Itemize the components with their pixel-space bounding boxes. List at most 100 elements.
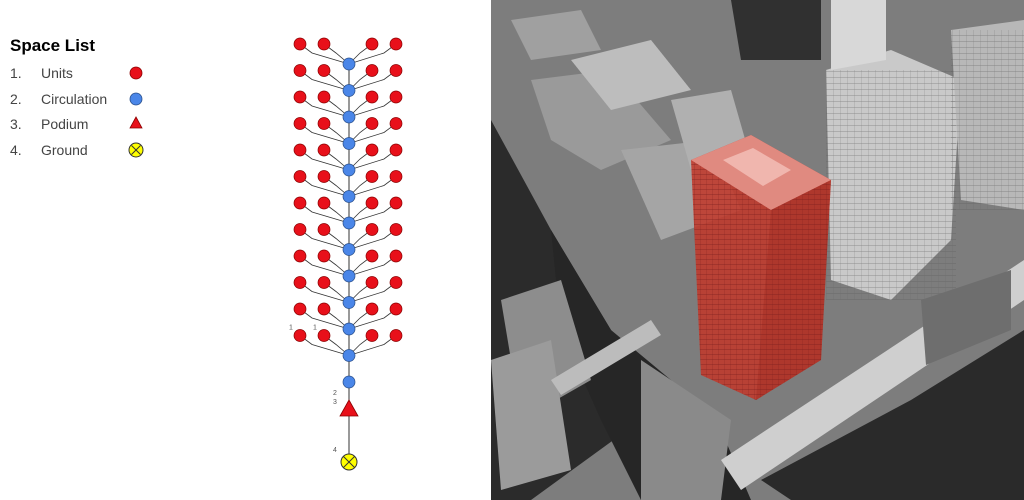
unit-node bbox=[389, 196, 403, 210]
tree-node-labels: 1 1 2 3 4 bbox=[289, 325, 337, 455]
circulation-node bbox=[342, 269, 356, 283]
legend-title: Space List bbox=[10, 36, 96, 55]
legend-number: 1. bbox=[10, 65, 22, 81]
legend-item-podium: 3. Podium bbox=[10, 116, 170, 142]
ground-label: 4 bbox=[333, 447, 337, 454]
unit-node bbox=[389, 223, 403, 236]
block-1 bbox=[531, 70, 671, 170]
unit-node bbox=[365, 117, 379, 130]
unit-node bbox=[365, 90, 379, 104]
unit-node bbox=[389, 249, 403, 263]
unit-node bbox=[389, 37, 403, 51]
circulation-node bbox=[342, 137, 356, 150]
canal-top bbox=[731, 0, 821, 60]
circulation-node bbox=[342, 163, 356, 177]
unit-node bbox=[389, 143, 403, 157]
highlighted-tower-roof-detail bbox=[723, 148, 791, 186]
unit-node bbox=[317, 117, 331, 130]
unit-node bbox=[389, 90, 403, 104]
legend-label: Units bbox=[41, 65, 73, 81]
podium-label: 3 bbox=[333, 399, 337, 406]
unit-node bbox=[293, 170, 307, 183]
block-6 bbox=[511, 10, 601, 60]
ground-node-x bbox=[343, 456, 355, 468]
legend-label: Podium bbox=[41, 116, 89, 132]
unit-node bbox=[317, 196, 331, 210]
unit-label: 1 bbox=[289, 325, 293, 332]
circulation-node bbox=[342, 57, 356, 71]
unit-node bbox=[293, 249, 307, 263]
unit-node bbox=[317, 143, 331, 157]
circulation-node bbox=[342, 243, 356, 256]
unit-node bbox=[389, 329, 403, 342]
unit-node bbox=[293, 329, 307, 342]
unit-node bbox=[317, 302, 331, 316]
unit-node bbox=[389, 117, 403, 130]
unit-node bbox=[365, 329, 379, 342]
circulation-node bbox=[342, 84, 356, 97]
unit-node bbox=[365, 143, 379, 157]
unit-label: 1 bbox=[313, 325, 317, 332]
unit-node bbox=[317, 276, 331, 289]
unit-symbol-icon bbox=[129, 66, 143, 80]
block-7 bbox=[491, 340, 571, 490]
unit-node bbox=[317, 329, 331, 342]
legend-label: Circulation bbox=[41, 90, 108, 107]
unit-node bbox=[293, 196, 307, 210]
unit-node bbox=[365, 276, 379, 289]
legend-item-ground: 4. Ground bbox=[10, 142, 170, 168]
unit-node bbox=[365, 196, 379, 210]
block-4 bbox=[571, 40, 691, 110]
circulation-node bbox=[342, 110, 356, 124]
river-right bbox=[761, 330, 1024, 500]
podium-node bbox=[339, 399, 359, 417]
unit-node bbox=[389, 276, 403, 289]
ground-symbol-icon bbox=[128, 142, 144, 157]
podium-symbol-icon bbox=[129, 116, 143, 129]
circulation-symbol-icon bbox=[129, 92, 143, 105]
unit-node bbox=[389, 302, 403, 316]
unit-node bbox=[317, 170, 331, 183]
legend-item-units: 1. Units bbox=[10, 65, 170, 91]
unit-node bbox=[293, 90, 307, 104]
unit-node bbox=[317, 37, 331, 51]
unit-node bbox=[293, 302, 307, 316]
circulation-label: 2 bbox=[333, 390, 337, 397]
circulation-node bbox=[342, 296, 356, 309]
circulation-node bbox=[342, 190, 356, 203]
unit-node bbox=[365, 249, 379, 263]
building-dark bbox=[921, 270, 1011, 365]
unit-node bbox=[293, 223, 307, 236]
space-list-legend: Space List 1. Units 2. Circulation 3. Po… bbox=[10, 36, 170, 167]
unit-node bbox=[389, 64, 403, 77]
circulation-node bbox=[342, 322, 356, 336]
legend-number: 2. bbox=[10, 90, 22, 107]
aerial-photo-highlighted-tower bbox=[491, 0, 1024, 500]
tree-nodes bbox=[293, 37, 403, 471]
unit-node bbox=[317, 64, 331, 77]
unit-node bbox=[293, 143, 307, 157]
unit-node bbox=[365, 64, 379, 77]
bridge bbox=[551, 320, 661, 395]
circulation-node bbox=[342, 216, 356, 230]
unit-node bbox=[365, 37, 379, 51]
unit-node bbox=[365, 302, 379, 316]
unit-node bbox=[317, 223, 331, 236]
unit-node bbox=[317, 249, 331, 263]
legend-number: 4. bbox=[10, 141, 22, 158]
unit-node bbox=[365, 223, 379, 236]
space-tree-diagram: 1 1 2 3 4 bbox=[289, 37, 403, 471]
unit-node bbox=[365, 170, 379, 183]
unit-node bbox=[293, 276, 307, 289]
unit-node bbox=[293, 37, 307, 51]
legend-label: Ground bbox=[41, 141, 88, 158]
legend-number: 3. bbox=[10, 116, 22, 132]
circulation-node bbox=[342, 349, 356, 362]
unit-node bbox=[293, 117, 307, 130]
legend-item-circulation: 2. Circulation bbox=[10, 91, 170, 117]
unit-node bbox=[293, 64, 307, 77]
circulation-node bbox=[342, 375, 356, 389]
tower-grey-2 bbox=[831, 0, 886, 70]
unit-node bbox=[317, 90, 331, 104]
block-8 bbox=[641, 360, 731, 500]
